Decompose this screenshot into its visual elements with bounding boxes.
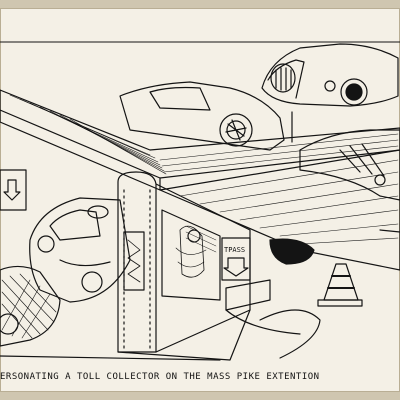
car-right-mid bbox=[299, 129, 400, 201]
tpass-sign: TPASS bbox=[221, 237, 251, 281]
tpass-sign-label: TPASS bbox=[224, 246, 245, 254]
canopy-right-wing bbox=[159, 149, 400, 271]
caption: ersonating a toll collector on the mass … bbox=[0, 372, 320, 382]
car-bottom-left bbox=[0, 265, 61, 347]
traffic-cone bbox=[317, 263, 363, 307]
shadow-blob bbox=[269, 238, 315, 265]
canopy-roof bbox=[0, 89, 400, 191]
car-top-right bbox=[261, 43, 399, 107]
ground-lines bbox=[0, 309, 321, 361]
left-arrow-sign bbox=[0, 169, 27, 211]
toll-booth bbox=[117, 171, 271, 361]
car-left-beetle bbox=[29, 197, 131, 303]
sketch-paper bbox=[0, 8, 400, 392]
right-edge-line bbox=[379, 229, 400, 233]
